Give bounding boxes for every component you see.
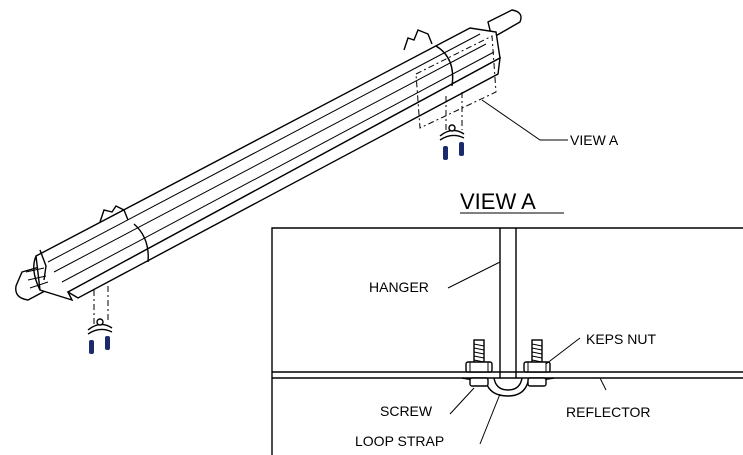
screw-assembly-right (523, 339, 551, 387)
hanger-label: HANGER (369, 279, 429, 295)
hanger-right (403, 29, 433, 51)
exploded-hardware-left (87, 286, 113, 354)
screw-icon (459, 142, 464, 156)
reflector-leader (599, 377, 607, 391)
exploded-hardware-right (439, 92, 465, 160)
loop-strap-leader (479, 393, 501, 445)
screw-icon (443, 146, 448, 160)
loop-strap-label: LOOP STRAP (355, 433, 444, 449)
view-a-callout-label: VIEW A (570, 132, 619, 148)
keps-nut-leader (545, 337, 581, 365)
detail-frame (271, 227, 743, 455)
view-a-leader (481, 99, 568, 141)
screw-icon (105, 336, 110, 350)
view-a-title: VIEW A (460, 189, 536, 214)
loop-strap-left (133, 223, 149, 263)
reflector-lip (66, 56, 501, 299)
conduit-right-end (487, 9, 522, 40)
keps-nut-label: KEPS NUT (586, 331, 656, 347)
screw-assembly-left (465, 339, 493, 387)
loop-strap (461, 377, 555, 397)
reflector-fixture (15, 9, 522, 302)
screw-label: SCREW (380, 403, 433, 419)
reflector-label: REFLECTOR (566, 404, 651, 420)
screw-leader (449, 387, 475, 415)
loop-strap-right (435, 45, 454, 87)
hanger-leader (447, 261, 501, 289)
view-a-detail: HANGER KEPS NUT SCREW REFLECTOR LOOP STR… (271, 227, 743, 455)
hanger-left (99, 205, 129, 223)
screw-icon (89, 340, 94, 354)
view-a-region (415, 35, 497, 129)
